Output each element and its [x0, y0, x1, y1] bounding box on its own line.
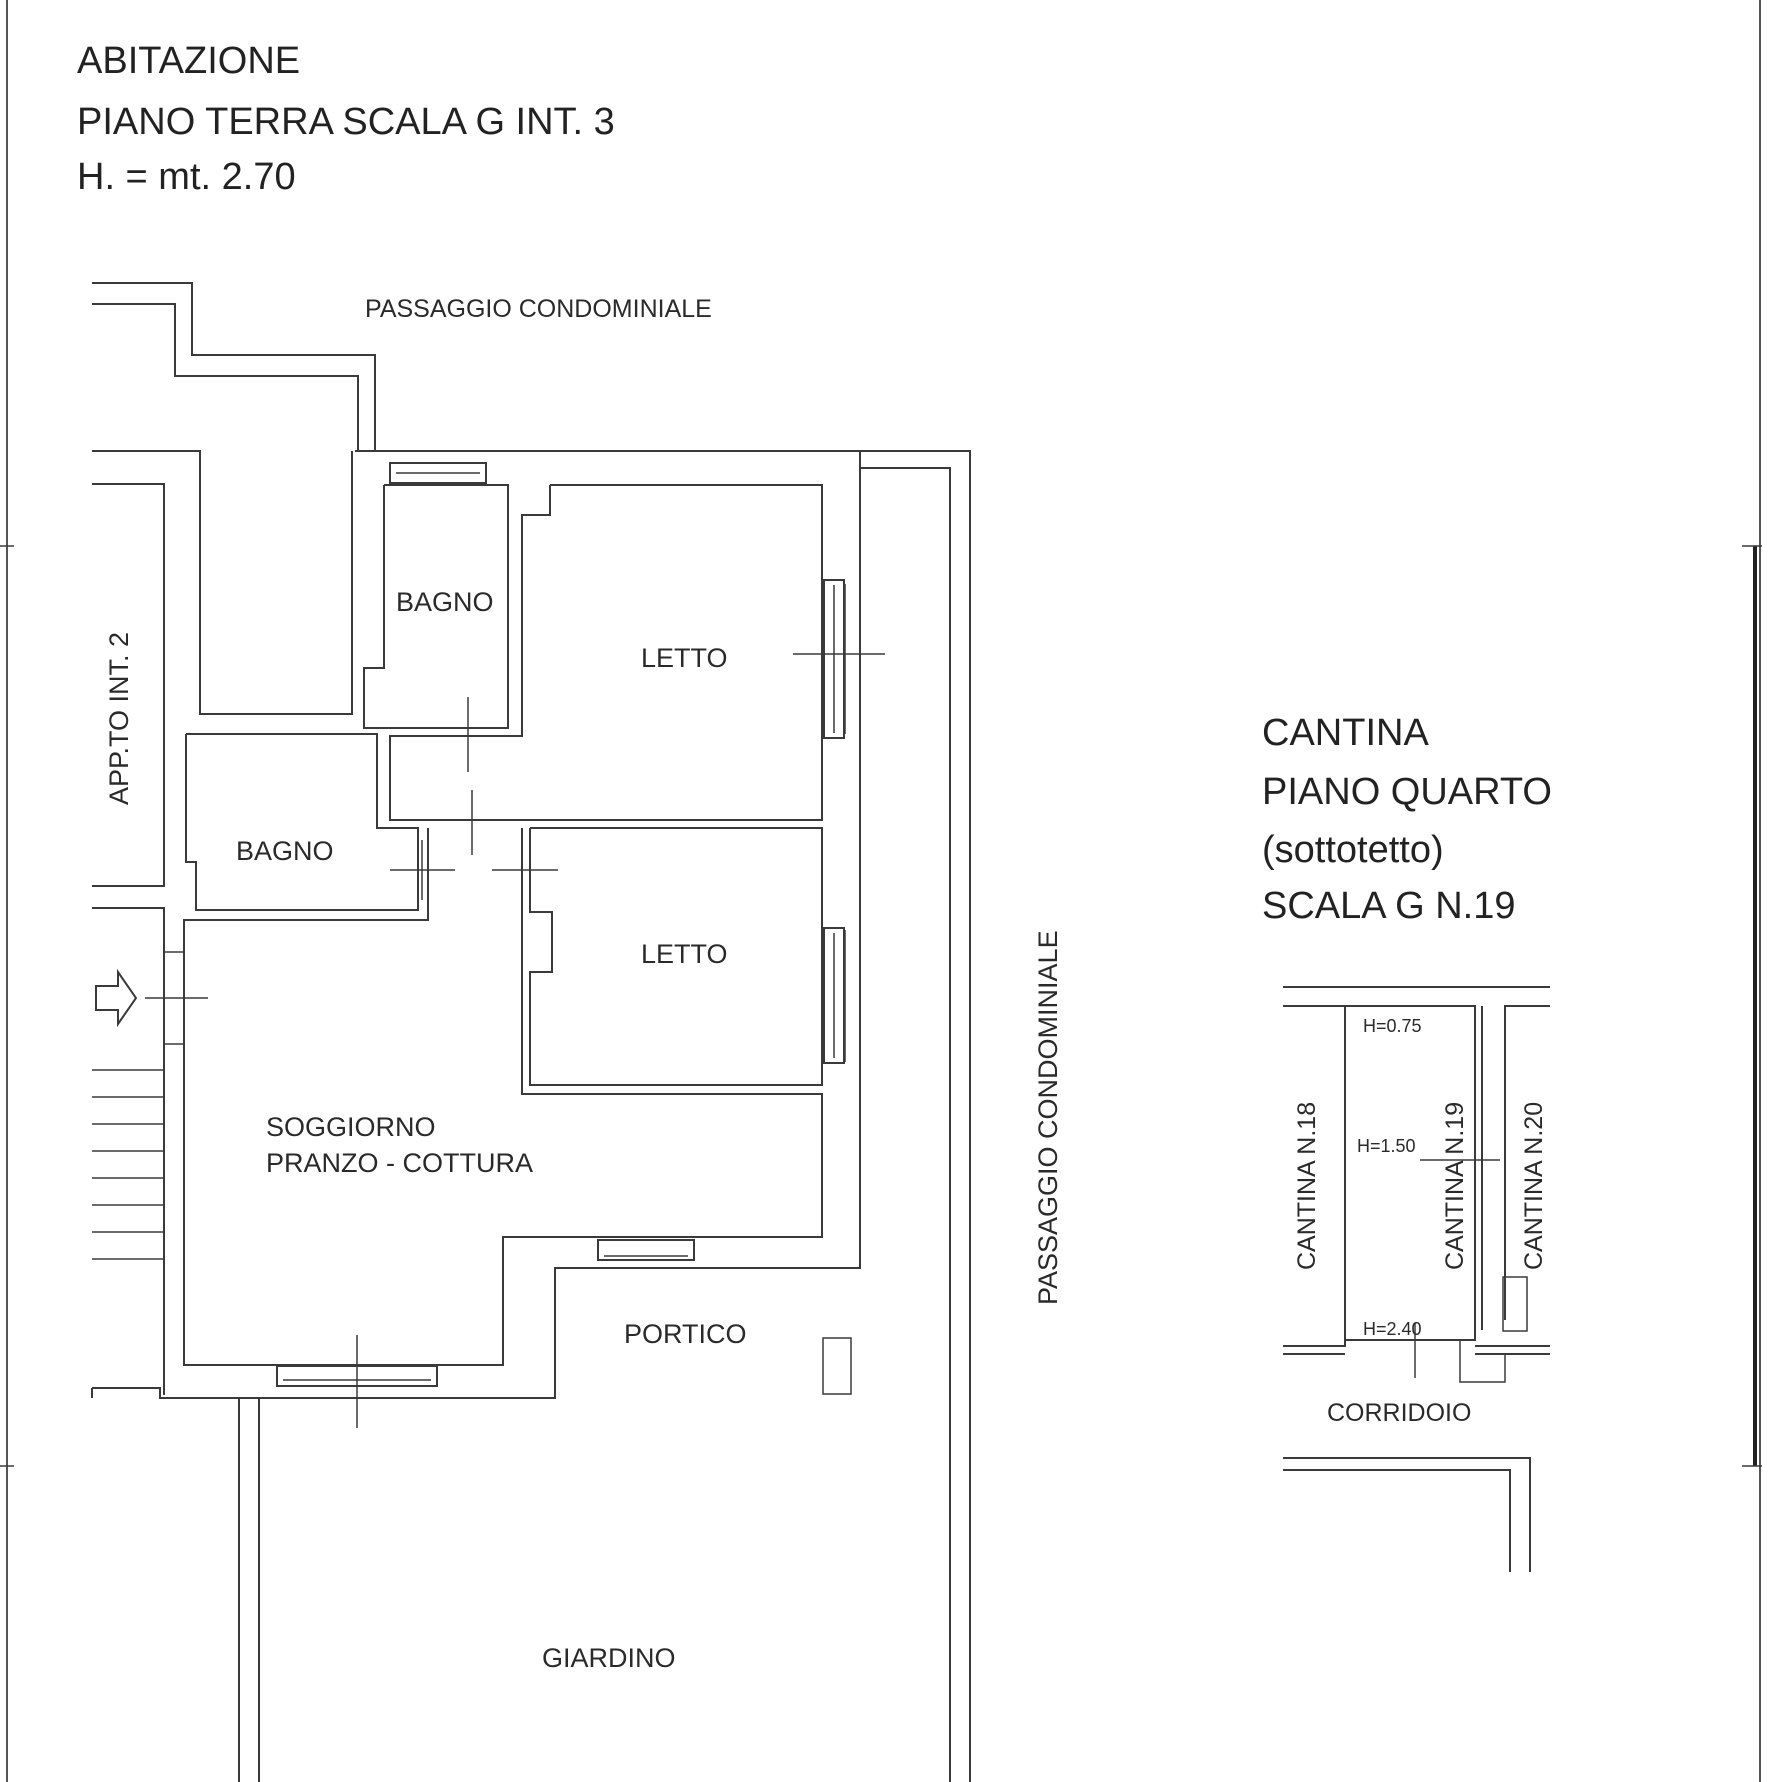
hall-walls [183, 790, 823, 1366]
label-cantina-20: CANTINA N.20 [1520, 1102, 1548, 1270]
cantina-title-line-4: SCALA G N.19 [1262, 885, 1515, 927]
label-corridoio: CORRIDOIO [1327, 1399, 1471, 1427]
passage-walls-top [92, 282, 376, 451]
cantina-title-line-3: (sottotetto) [1262, 829, 1444, 871]
main-title-line-3: H. = mt. 2.70 [77, 156, 296, 198]
bathroom-lower-walls [185, 733, 455, 911]
cellar-plan-walls [1283, 986, 1550, 1572]
label-h-240: H=2.40 [1363, 1319, 1422, 1339]
bedroom-upper-walls [389, 484, 885, 821]
cantina-title-line-1: CANTINA [1262, 712, 1429, 754]
bathroom-upper-walls [363, 462, 509, 772]
main-title-line-2: PIANO TERRA SCALA G INT. 3 [77, 101, 615, 143]
label-h-150: H=1.50 [1357, 1136, 1416, 1156]
bedroom-lower-walls [529, 827, 846, 1086]
label-letto-1: LETTO [641, 643, 728, 673]
label-bagno-2: BAGNO [236, 836, 334, 866]
main-title-line-1: ABITAZIONE [77, 40, 300, 82]
adjacent-apartment-walls [91, 450, 861, 1399]
label-soggiorno-2: PRANZO - COTTURA [266, 1148, 533, 1178]
living-room-windows [276, 1239, 695, 1428]
entrance-arrow-icon [95, 951, 208, 1045]
label-passaggio-side: PASSAGGIO CONDOMINIALE [1033, 930, 1063, 1305]
portico-and-garden [238, 1337, 852, 1782]
label-soggiorno-1: SOGGIORNO [266, 1112, 436, 1142]
label-portico: PORTICO [624, 1319, 747, 1349]
label-bagno-1: BAGNO [396, 587, 494, 617]
label-letto-2: LETTO [641, 939, 728, 969]
label-passaggio-top: PASSAGGIO CONDOMINIALE [365, 295, 712, 323]
label-cantina-19: CANTINA N.19 [1441, 1102, 1469, 1270]
cantina-title-line-2: PIANO QUARTO [1262, 771, 1552, 813]
label-giardino: GIARDINO [542, 1643, 676, 1673]
label-appto: APP.TO INT. 2 [104, 632, 134, 805]
label-cantina-18: CANTINA N.18 [1293, 1102, 1321, 1270]
apartment-outer-walls [355, 450, 971, 1782]
label-h-075: H=0.75 [1363, 1016, 1422, 1036]
